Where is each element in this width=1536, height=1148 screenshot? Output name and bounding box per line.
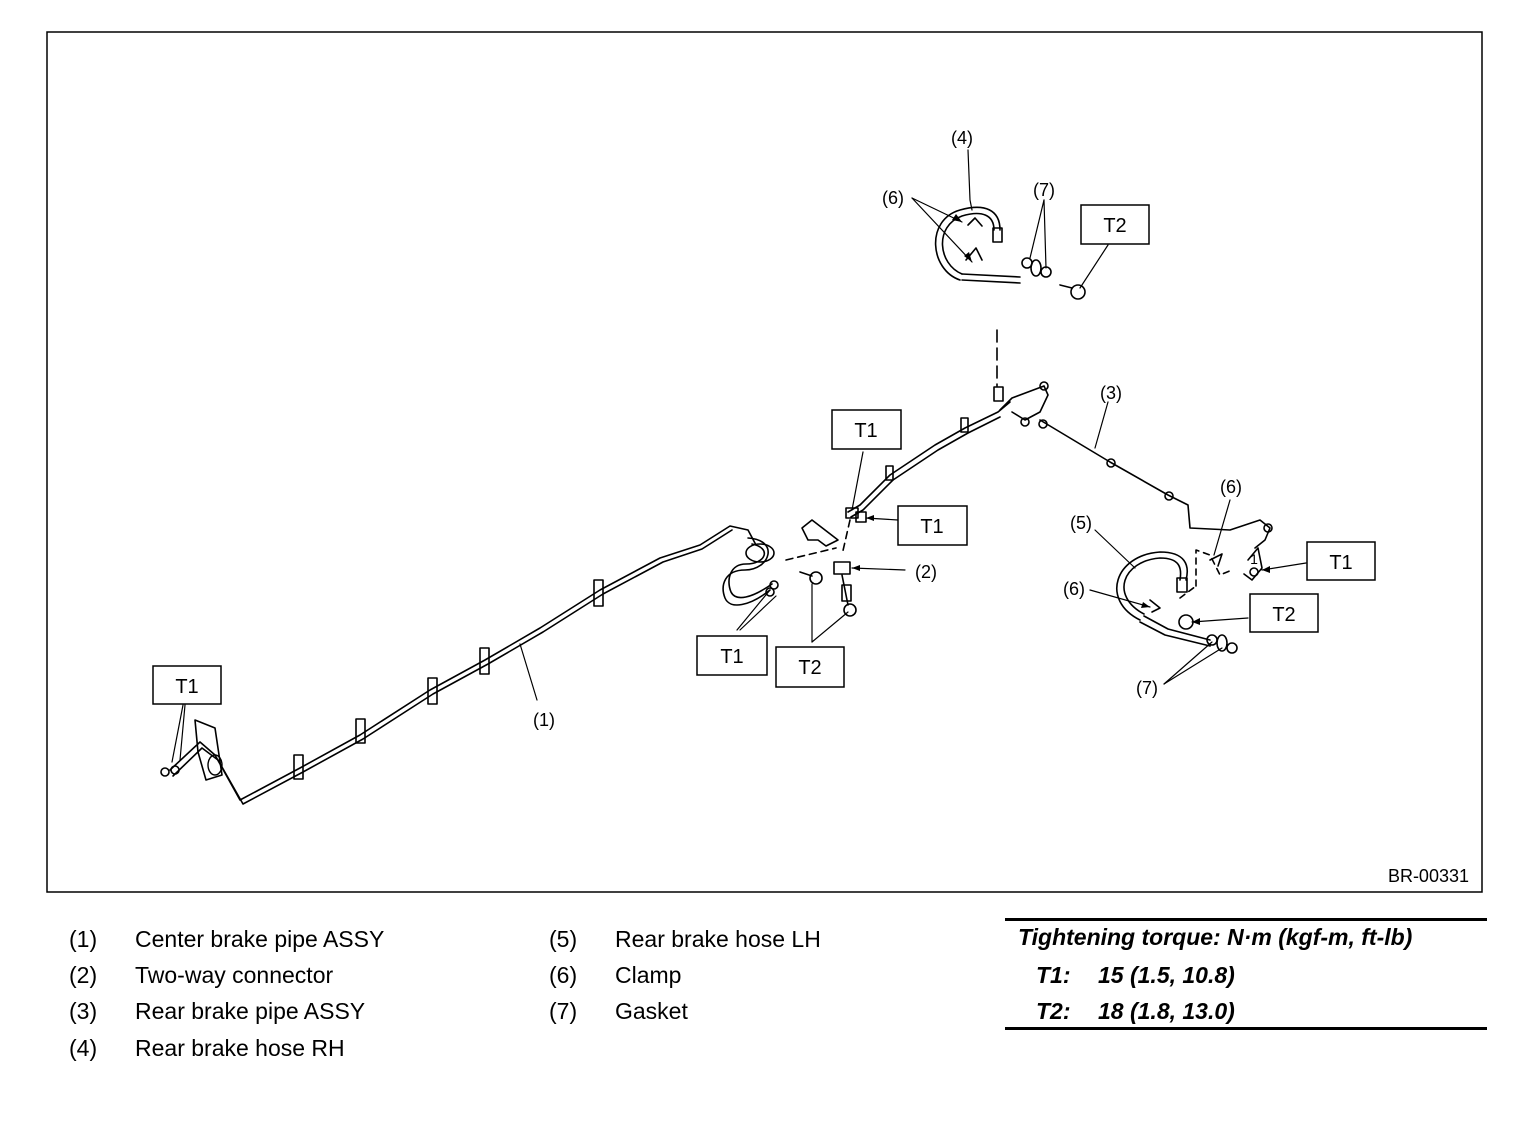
torque-key: T2: xyxy=(1036,998,1071,1024)
small-mark: 1 xyxy=(1250,551,1258,567)
rear-brake-hose-rh xyxy=(934,206,1001,281)
callout-label: (1) xyxy=(533,710,555,730)
legend-text: Gasket xyxy=(615,998,688,1024)
torque-rule-top xyxy=(1005,918,1487,921)
callout-label: (7) xyxy=(1136,678,1158,698)
legend-text: Rear brake hose LH xyxy=(615,926,821,952)
callout-label: (6) xyxy=(1220,477,1242,497)
torque-value: 18 (1.8, 13.0) xyxy=(1098,998,1235,1024)
legend-text: Clamp xyxy=(615,962,682,988)
legend-number: (5) xyxy=(549,926,578,952)
two-way-connector-bracket xyxy=(801,519,839,547)
torque-box-t2-rh xyxy=(1080,204,1150,245)
legend-number: (3) xyxy=(69,998,98,1024)
rear-wheel-bracket xyxy=(1243,547,1263,581)
callout-label: (2) xyxy=(915,562,937,582)
torque-label: T2 xyxy=(798,657,821,679)
torque-box-t1-loop xyxy=(696,635,768,676)
legend-number: (1) xyxy=(69,926,98,952)
rear-brake-pipe xyxy=(999,385,1049,421)
figure-code: BR-00331 xyxy=(1388,866,1469,886)
torque-key: T1: xyxy=(1036,962,1071,988)
torque-rule-bottom xyxy=(1005,1027,1487,1030)
torque-label: T2 xyxy=(1272,604,1295,626)
bridge-pipe xyxy=(847,401,1011,513)
legend-text: Rear brake hose RH xyxy=(135,1035,345,1061)
torque-boxes xyxy=(152,204,1376,705)
torque-box-t1-front xyxy=(152,665,222,705)
callout-label: (5) xyxy=(1070,513,1092,533)
legend-text: Rear brake pipe ASSY xyxy=(135,998,366,1024)
torque-label: T1 xyxy=(854,420,877,442)
leader-arrowheads xyxy=(852,214,1270,625)
legend-number: (4) xyxy=(69,1035,98,1061)
legend-number: (6) xyxy=(549,962,578,988)
legend-text: Center brake pipe ASSY xyxy=(135,926,385,952)
center-brake-pipe xyxy=(169,525,757,801)
callout-label: (3) xyxy=(1100,383,1122,403)
center-pipe-loop xyxy=(722,537,771,606)
legend-number: (2) xyxy=(69,962,98,988)
callout-label: (6) xyxy=(1063,579,1085,599)
torque-label: T1 xyxy=(920,516,943,538)
center-brake-pipe-second-line xyxy=(172,529,733,805)
pipe-clips xyxy=(293,579,604,780)
torque-box-t2-connector xyxy=(775,646,845,688)
figure-frame xyxy=(46,31,1483,893)
torque-box-t1-connector xyxy=(897,505,968,546)
callout-label: (6) xyxy=(882,188,904,208)
front-bracket xyxy=(194,719,223,781)
torque-title: Tightening torque: N·m (kgf-m, ft-lb) xyxy=(1018,924,1413,950)
torque-label: T2 xyxy=(1103,215,1126,237)
torque-label: T1 xyxy=(1329,552,1352,574)
torque-box-t1-lh xyxy=(1306,541,1376,581)
torque-box-t2-lh xyxy=(1249,593,1319,633)
legend-number: (7) xyxy=(549,998,578,1024)
torque-label: T1 xyxy=(720,646,743,668)
torque-label: T1 xyxy=(175,676,198,698)
two-way-connector xyxy=(833,561,851,575)
callout-label: (4) xyxy=(951,128,973,148)
torque-value: 15 (1.5, 10.8) xyxy=(1098,962,1235,988)
rear-brake-hose-lh xyxy=(1116,551,1188,621)
leader-lines xyxy=(171,149,1307,763)
torque-box-t1-bridge xyxy=(831,409,902,450)
callout-label: (7) xyxy=(1033,180,1055,200)
legend-text: Two-way connector xyxy=(135,962,334,988)
